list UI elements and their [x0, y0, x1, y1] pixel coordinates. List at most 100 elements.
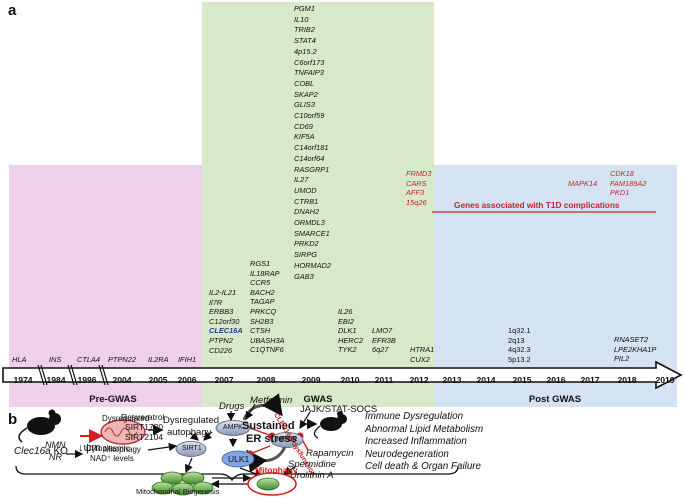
genes-2010: IL26 EBI2 DLK1 HERC2 TYK2: [338, 307, 363, 355]
gene-name: PTPN2: [209, 335, 233, 345]
gene-name: CUX2: [410, 354, 430, 364]
year-2016: 2016: [546, 375, 566, 385]
gene-name: IL2-IL21: [209, 288, 237, 297]
gene-name: UMOD: [294, 185, 317, 195]
cytoplasmic-label: Cytoplasmic: [86, 444, 130, 453]
clec16a-text: Clec16a: [14, 446, 51, 457]
year-2004: 2004: [112, 375, 132, 385]
gene-name: TYK2: [338, 345, 357, 355]
sirt1720-label: SIRT1720: [125, 422, 164, 432]
psi-label: ↓ψm: [78, 442, 101, 454]
year-2005: 2005: [148, 375, 168, 385]
gene-name: HERC2: [338, 335, 364, 345]
gene-name: CCR5: [250, 278, 271, 288]
genes-2017-t1d: MAPK14: [568, 179, 597, 189]
gene-name: SH2B3: [250, 316, 274, 326]
genes-2015: 1q32.1 2q13 4q32.3 5p13.2: [508, 326, 531, 364]
gene-name: PRKD2: [294, 239, 319, 249]
genes-1996: CTLA4: [77, 355, 100, 365]
gene-name: HORMAD2: [294, 260, 331, 270]
gene-name: IL26: [338, 307, 353, 316]
year-1996: 1996: [77, 375, 97, 385]
genes-1974: HLA: [12, 355, 26, 365]
gene-name: 4q32.3: [508, 345, 531, 355]
outcome-item: Neurodegeneration: [365, 448, 449, 460]
gene-name: INS: [49, 355, 62, 364]
year-1984: 1984: [46, 375, 66, 385]
year-2009: 2009: [301, 375, 321, 385]
year-2007: 2007: [214, 375, 234, 385]
gene-name: Il7R: [209, 297, 223, 307]
ko-text: KO: [53, 446, 68, 457]
gene-name: HLA: [12, 355, 27, 364]
dysregulated-mitophagy-2: Mitophagy: [104, 445, 141, 454]
timeline-break-marks: [37, 364, 109, 386]
gene-name: RGS1: [250, 259, 271, 268]
nad-label: NAD⁺ levels: [90, 454, 134, 463]
year-2010: 2010: [340, 375, 360, 385]
urolithin-label: Urolithin A: [290, 470, 334, 481]
gene-name: 15q26: [406, 197, 427, 207]
gene-name: 1q32.1: [508, 326, 531, 335]
year-2006: 2006: [177, 375, 197, 385]
era-post-gwas: Post GWAS: [528, 394, 582, 405]
nr-label: NR: [49, 452, 62, 462]
sirt2104-label: SIRT2104: [125, 432, 164, 442]
arrow-sirt1-biogenesis: [184, 457, 193, 474]
gene-name: EBI2: [338, 316, 355, 326]
sirt1-node: [175, 441, 207, 457]
gene-name: C1QTNF6: [250, 345, 284, 355]
rapamycin-label: Rapamycin: [306, 448, 354, 459]
gene-name: DNAH2: [294, 207, 320, 217]
ampk-node: [215, 420, 251, 436]
mouse-icon: [313, 411, 347, 439]
gene-name: DLK1: [338, 326, 357, 336]
panel-a-label: a: [8, 2, 17, 19]
t1d-underline: [432, 211, 656, 213]
timeline-arrow: [2, 360, 683, 390]
resveratrol-label: Resveratrol: [121, 412, 165, 422]
inhibit-mtor-ulk1: [246, 445, 271, 458]
genes-2007: IL2-IL21 Il7R ERBB3 C12orf30 CLEC16A PTP…: [209, 288, 243, 355]
year-2018: 2018: [617, 375, 637, 385]
gene-name: SIRPG: [294, 250, 317, 260]
brace: [15, 465, 459, 482]
gene-name: IFIH1: [178, 355, 197, 364]
genes-2004: PTPN22: [108, 355, 136, 365]
gene-name: EFR3B: [372, 335, 396, 345]
gwas-region: [202, 2, 434, 407]
gene-name: 5p13.2: [508, 354, 531, 364]
year-2011: 2011: [374, 375, 394, 385]
arrow-spermidine: [283, 465, 297, 475]
dysregulated-autophagy-1: Dysregulated: [163, 415, 219, 426]
biogenesis-label: Mitochondrial Biogenesis: [136, 487, 220, 496]
t1d-complications-title: Genes associated with T1D complications: [454, 200, 620, 210]
gene-name-clec16a: CLEC16A: [209, 326, 243, 336]
gene-name: C14orf181: [294, 143, 329, 153]
outcome-item: Increased Inflammation: [365, 436, 467, 447]
genes-2018-t1d: CDK18 FAM189A2 PKD1: [610, 169, 646, 198]
gene-name: CD226: [209, 345, 233, 355]
era-pre-gwas: Pre-GWAS: [89, 394, 137, 405]
dysregulated-autophagy-2: autophagy: [167, 427, 212, 438]
gene-name: IL10: [294, 14, 309, 24]
arrow-metformin-ampk: [245, 403, 256, 421]
gene-name: CARS: [406, 178, 427, 188]
ulk1-label: ULK1: [228, 454, 250, 464]
gene-name: GAB3: [294, 271, 314, 281]
gene-name: CD69: [294, 121, 313, 131]
gene-name: MAPK14: [568, 179, 598, 188]
genes-1984: INS: [49, 355, 61, 365]
gene-name: FAM189A2: [610, 178, 647, 188]
mitophagy-vesicle-icon: [247, 472, 297, 496]
mtor-label: mTOR: [277, 436, 298, 443]
post-gwas-region: [434, 165, 677, 407]
gene-name: 2q13: [508, 335, 525, 345]
gene-name: C12orf30: [209, 316, 240, 326]
year-2019: 2019: [655, 375, 675, 385]
gene-name: IL27: [294, 175, 309, 185]
gene-name: UBASH3A: [250, 335, 285, 345]
year-2008: 2008: [256, 375, 276, 385]
arrow-ampk-sirt1: [203, 431, 213, 441]
gene-name: KIF5A: [294, 132, 315, 142]
